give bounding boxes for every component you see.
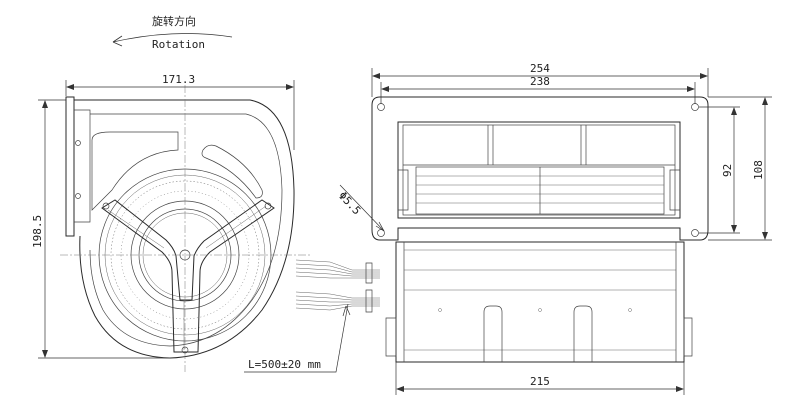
bracket-flange [74,109,91,223]
mounting-bracket [65,96,75,237]
dim-hole-diameter: Φ5.5 [336,189,364,217]
bracket-screw [264,202,272,210]
dim-housing-width: 171.3 [162,73,195,86]
motor-bracket [101,199,275,353]
cable-leader-line [244,303,349,373]
flange-hole [691,229,699,237]
bracket-screw [102,202,110,210]
rotation-arrowhead-icon [112,35,123,47]
body-side-tab [683,317,693,357]
dim-housing-height: 198.5 [31,215,44,248]
flange-hole [377,103,385,111]
housing-slot [201,144,263,199]
bracket-hole [75,140,81,146]
hole-leader-arrow-icon [375,221,385,232]
outlet-tab [398,169,409,211]
motor-bracket-rib [107,205,267,350]
rotation-indicator: 旋转方向 Rotation [112,14,233,51]
hole-leader-line [339,184,385,232]
rotation-arrow [112,33,233,43]
bracket-hole [75,193,81,199]
cable-bundle-upper [295,259,380,284]
scroll-housing-outer [74,99,295,359]
dim-body-width: 215 [530,375,550,388]
body-rib [573,305,593,362]
outlet-flange [371,96,709,241]
body-side-tab [385,317,397,357]
flange-hole [691,103,699,111]
outlet-frame [402,124,676,216]
blower-body [395,241,685,363]
outlet-opening [397,121,681,219]
dim-inner-height: 92 [721,164,734,177]
dim-flange-height: 108 [752,160,765,180]
cable-bundle-lower [295,289,380,313]
cable-leader-arrow-icon [342,305,351,317]
front-view: 171.3 198.5 L=500±20 mm [31,73,380,373]
scroll-housing-inner [89,113,283,347]
body-rib [483,305,503,362]
dim-cable-length: L=500±20 mm [248,358,321,371]
rotation-label-en: Rotation [152,38,205,51]
housing-window [91,131,179,211]
outlet-tab [669,169,680,211]
dim-flange-total: 254 [530,62,550,75]
side-view: 254 238 92 108 Φ5.5 215 [336,62,772,395]
rotation-label-cn: 旋转方向 [152,14,196,28]
dim-hole-spacing: 238 [530,75,550,88]
